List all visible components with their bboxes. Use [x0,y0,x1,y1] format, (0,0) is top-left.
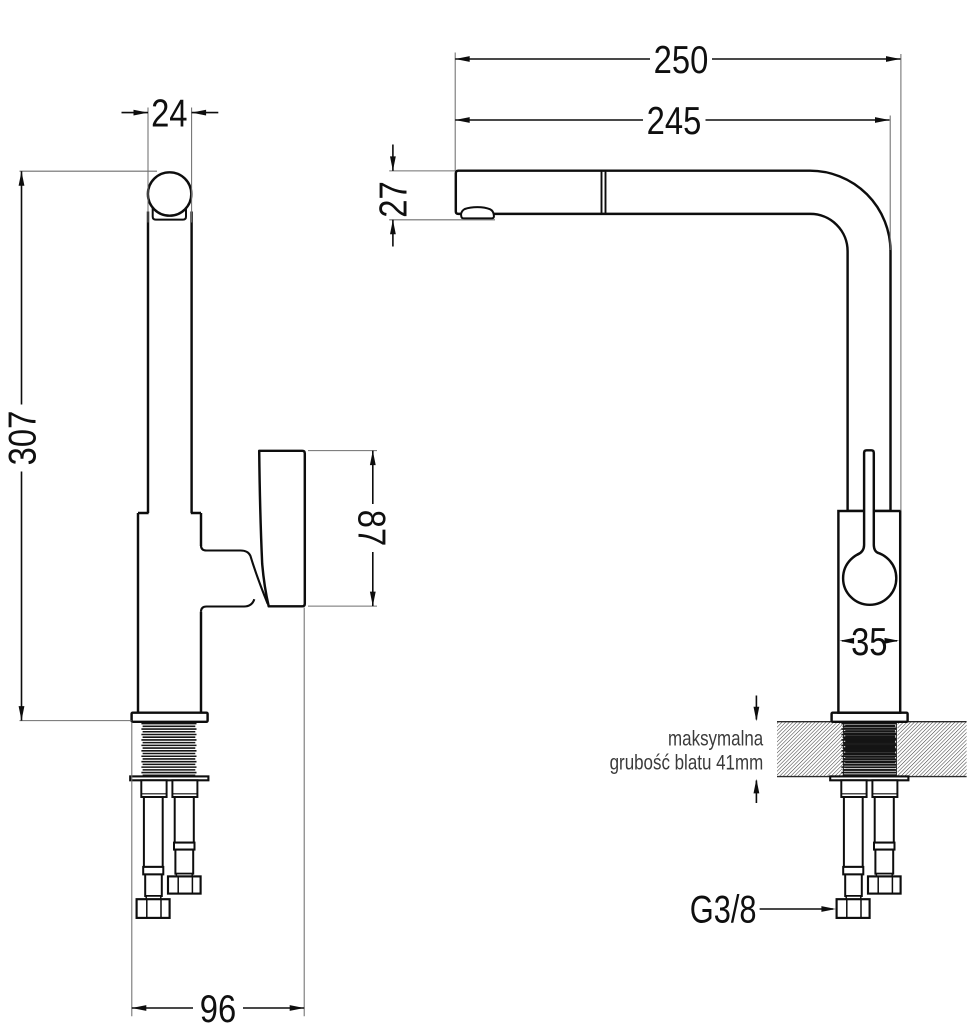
svg-text:grubość blatu 41mm: grubość blatu 41mm [610,752,764,775]
svg-text:24: 24 [151,91,187,135]
svg-text:96: 96 [200,986,236,1024]
svg-text:maksymalna: maksymalna [668,728,763,751]
svg-text:G3/8: G3/8 [690,888,757,931]
svg-text:35: 35 [851,619,887,663]
svg-text:87: 87 [350,510,394,546]
svg-text:27: 27 [371,181,415,217]
svg-text:250: 250 [654,37,709,81]
svg-text:307: 307 [0,411,44,466]
svg-text:245: 245 [647,98,702,142]
